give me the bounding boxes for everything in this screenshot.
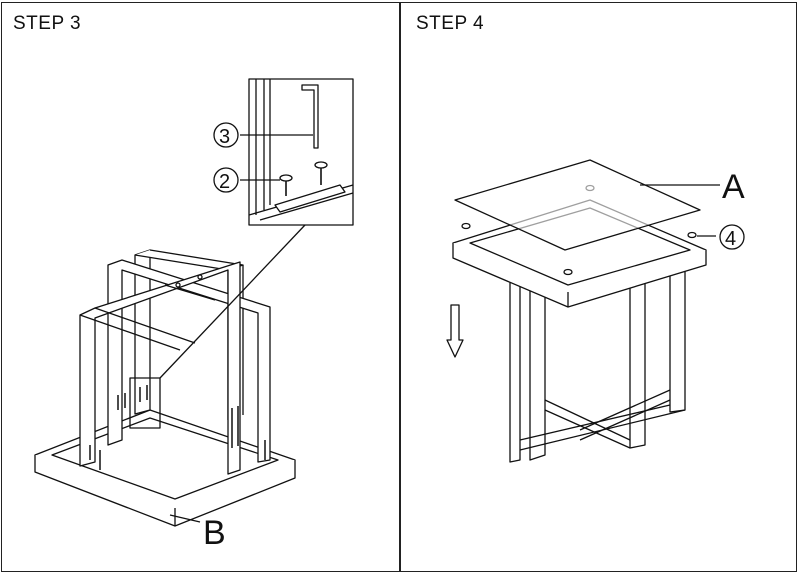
detail-marker-box bbox=[129, 377, 161, 429]
step-4-title: STEP 4 bbox=[416, 13, 485, 34]
callout-3-label: 3 bbox=[219, 126, 230, 148]
step-3-title: STEP 3 bbox=[13, 13, 82, 34]
a-leader-line bbox=[640, 184, 720, 237]
detail-leader-line bbox=[159, 224, 306, 379]
callout-2-label: 2 bbox=[219, 171, 230, 193]
detail-inset bbox=[248, 78, 354, 226]
b-leader-line bbox=[169, 514, 201, 523]
screws bbox=[89, 385, 266, 470]
part-b-label: B bbox=[203, 514, 226, 552]
step-3-illustration: 3 2 B bbox=[34, 78, 354, 552]
part-a-label: A bbox=[722, 168, 745, 206]
step-4-illustration: A 4 bbox=[446, 159, 745, 463]
callout-3-circle bbox=[213, 122, 239, 148]
allen-key-icon bbox=[301, 84, 319, 149]
callout-2-circle bbox=[213, 167, 239, 193]
down-arrow-icon bbox=[446, 304, 464, 358]
base-frame-b bbox=[34, 409, 296, 527]
leg-frames bbox=[79, 249, 271, 475]
glass-top-a bbox=[454, 159, 701, 251]
panel-divider bbox=[399, 2, 401, 572]
callout-4-circle bbox=[719, 224, 745, 250]
callout-leaders bbox=[240, 134, 313, 181]
callout-4-label: 4 bbox=[725, 228, 736, 250]
